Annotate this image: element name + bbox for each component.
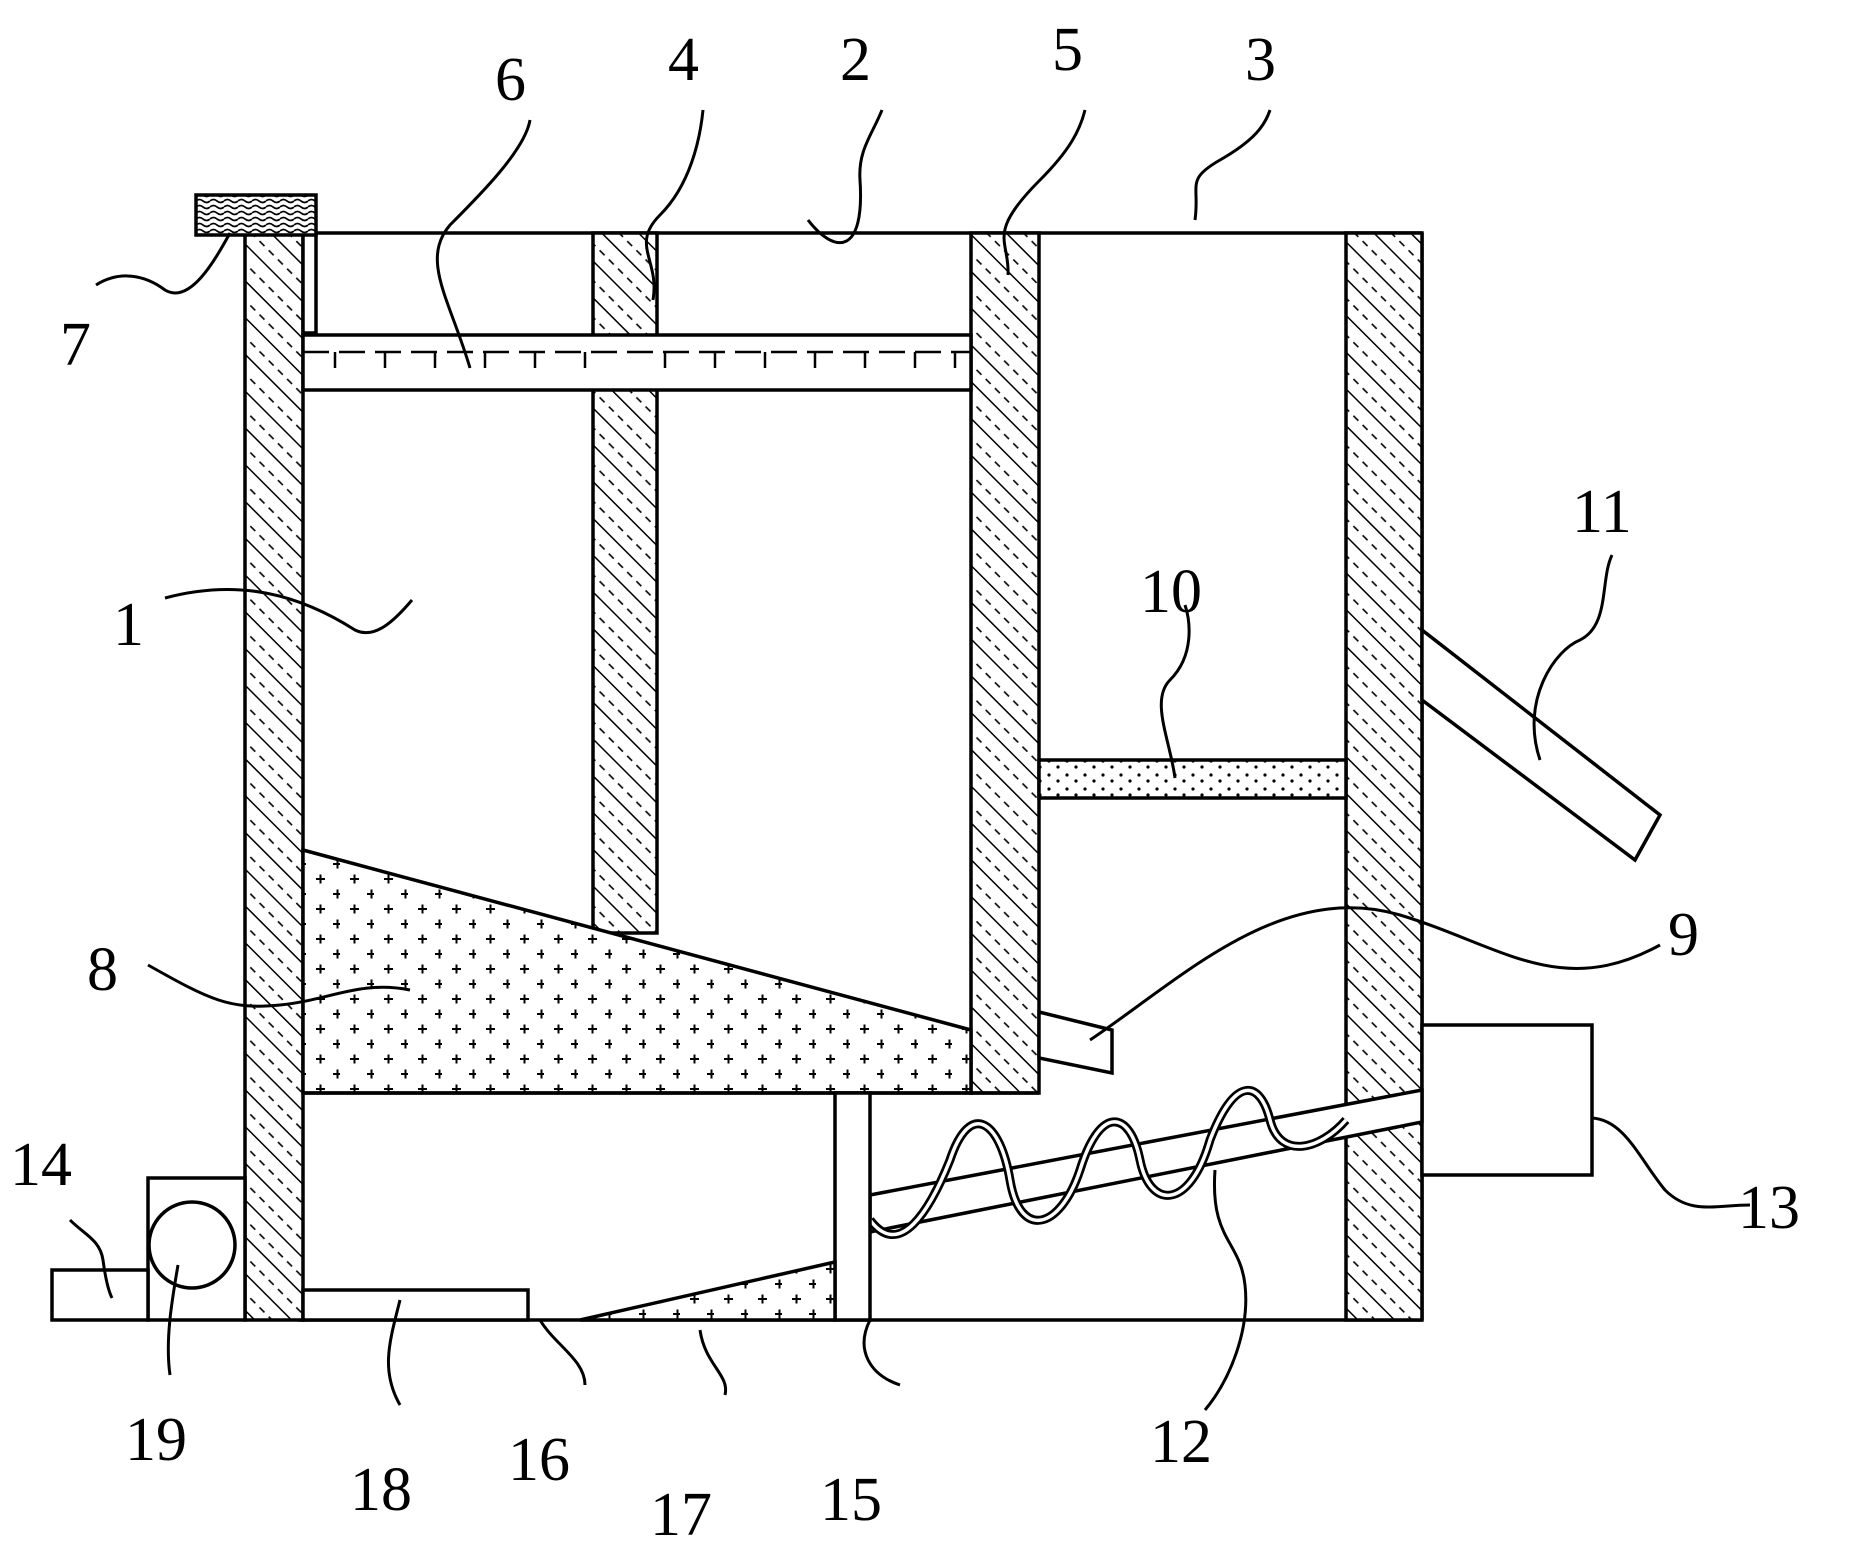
- pump: [147, 1200, 237, 1290]
- label-17: 17: [650, 1481, 712, 1549]
- label-9: 9: [1668, 901, 1699, 969]
- base-block: [50, 1268, 150, 1322]
- bottom-plate: [301, 1288, 530, 1322]
- screw-helix: [866, 1086, 1350, 1239]
- inclined-chute: [1420, 626, 1663, 863]
- label-7: 7: [60, 311, 91, 379]
- screen-plate: [1037, 758, 1348, 800]
- label-6: 6: [495, 46, 526, 114]
- support-post: [833, 1091, 872, 1322]
- label-18: 18: [350, 1456, 412, 1524]
- label-1: 1: [113, 591, 144, 659]
- filter-screen: [301, 333, 973, 392]
- outlet-pipe: [1037, 1009, 1114, 1076]
- label-3: 3: [1245, 26, 1276, 94]
- partition-wall-5: [969, 231, 1041, 1095]
- left-wall: [243, 231, 305, 1322]
- motor-box: [1420, 1023, 1594, 1177]
- label-15: 15: [820, 1466, 882, 1534]
- sloped-collector: [579, 1259, 837, 1322]
- label-12: 12: [1150, 1408, 1212, 1476]
- label-16: 16: [508, 1426, 570, 1494]
- cap-support: [301, 231, 318, 335]
- label-8: 8: [87, 936, 118, 1004]
- right-wall: [1344, 231, 1424, 1322]
- label-19: 19: [125, 1406, 187, 1474]
- label-13: 13: [1738, 1174, 1800, 1242]
- label-11: 11: [1572, 478, 1632, 546]
- top-cover: [194, 193, 318, 237]
- label-10: 10: [1140, 558, 1202, 626]
- part-labels: 1 2 3 4 5 6 7 8 9 10 11 12 13 14 15 16 1…: [10, 16, 1800, 1549]
- label-4: 4: [668, 26, 699, 94]
- leader-lines: [68, 109, 1751, 1411]
- label-5: 5: [1052, 16, 1083, 84]
- label-2: 2: [840, 26, 871, 94]
- label-14: 14: [10, 1131, 72, 1199]
